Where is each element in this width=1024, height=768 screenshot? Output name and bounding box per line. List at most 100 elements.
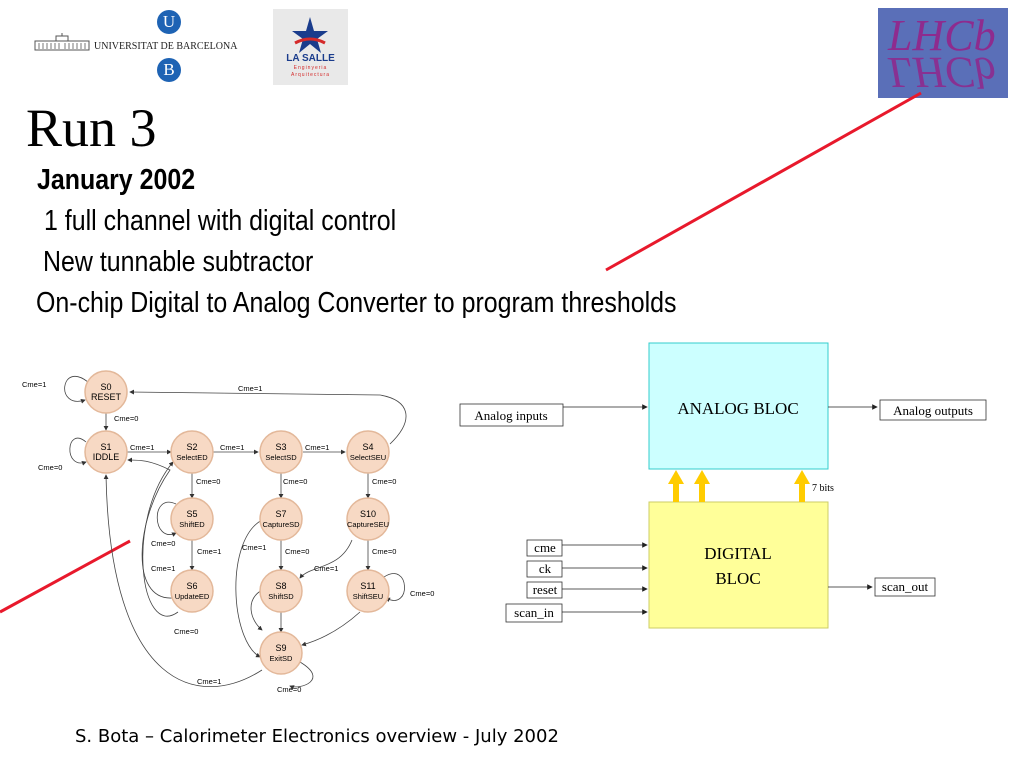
arrow-s9-s1 <box>103 474 263 688</box>
state-name-s10: CaptureSEU <box>347 520 389 529</box>
analog-inputs-label: Analog inputs <box>474 408 547 423</box>
lasalle-star-icon <box>292 17 328 53</box>
cond-s11-loop: Cme=0 <box>410 589 434 598</box>
cond-s5-s6: Cme=1 <box>197 547 221 556</box>
cond-s1-loop: Cme=0 <box>38 463 62 472</box>
scan-in-box <box>505 603 563 623</box>
cond-s1-s2: Cme=1 <box>130 443 154 452</box>
state-node-s7 <box>259 497 303 541</box>
cond-s6-s2: Cme=0 <box>174 627 198 636</box>
arrow-s10-s8 <box>299 539 353 579</box>
ub-name: UNIVERSITAT DE BARCELONA <box>94 41 238 52</box>
fsm-diagram: S0RESETS1IDDLES2SelectEDS3SelectSDS4Sele… <box>22 370 434 694</box>
cond-s7-s9: Cme=1 <box>242 543 266 552</box>
cond-s2-s3: Cme=1 <box>220 443 244 452</box>
analog-outputs-label: Analog outputs <box>893 403 973 418</box>
cond-s3-s4: Cme=1 <box>305 443 329 452</box>
digital-bloc <box>648 501 829 629</box>
red-line-right <box>605 91 922 272</box>
cond-s4-s10: Cme=0 <box>372 477 396 486</box>
cond-s9-s1: Cme=1 <box>197 677 221 686</box>
slide-footer: S. Bota – Calorimeter Electronics overvi… <box>75 726 559 747</box>
state-id-s7: S7 <box>275 509 286 519</box>
reset-box <box>526 581 563 599</box>
ub-building-icon <box>34 33 90 51</box>
cond-s4-s0: Cme=1 <box>238 384 262 393</box>
cond-s2-s5: Cme=0 <box>196 477 220 486</box>
loop-s1 <box>69 437 87 466</box>
state-id-s8: S8 <box>275 581 286 591</box>
state-name-s3: SelectSD <box>265 453 297 462</box>
cme-label: cme <box>534 540 556 555</box>
lasalle-name: LA SALLE <box>286 53 335 64</box>
state-id-s10: S10 <box>360 509 376 519</box>
ck-label: ck <box>539 561 552 576</box>
bullet-1: 1 full channel with digital control <box>44 205 397 237</box>
state-name-s6: UpdateED <box>175 592 210 601</box>
loop-s11 <box>383 573 405 603</box>
arrow-s6-s1 <box>127 457 173 599</box>
state-node-s2 <box>170 430 214 474</box>
state-name-s4: SelectSEU <box>350 453 386 462</box>
block-diagram: ANALOG BLOC DIGITAL BLOC 7 bits Analog i… <box>459 342 987 629</box>
state-node-s8 <box>259 569 303 613</box>
scan-in-label: scan_in <box>514 605 554 620</box>
cond-s10-s11: Cme=0 <box>372 547 396 556</box>
state-node-s11 <box>346 569 390 613</box>
state-name-s11: ShiftSEU <box>353 592 383 601</box>
reset-label: reset <box>533 582 558 597</box>
state-id-s3: S3 <box>275 442 286 452</box>
analog-bloc <box>648 342 829 470</box>
state-node-s0 <box>84 370 128 414</box>
lhcb-text: LHCb <box>888 11 996 60</box>
bullet-3: On-chip Digital to Analog Converter to p… <box>36 287 677 319</box>
arrow-s6-s2 <box>142 461 179 617</box>
digital-bloc-label-2: BLOC <box>715 569 760 588</box>
arrow-s4-s0 <box>129 389 407 445</box>
scan-out-label: scan_out <box>882 579 929 594</box>
state-id-s5: S5 <box>186 509 197 519</box>
lasalle-line1: Enginyeria <box>293 65 328 71</box>
state-node-s3 <box>259 430 303 474</box>
arrow-s7-s9 <box>235 519 263 658</box>
state-id-s4: S4 <box>362 442 373 452</box>
cond-s0-s1: Cme=0 <box>114 414 138 423</box>
cond-s9-return: Cme=0 <box>277 685 301 694</box>
loop-s5 <box>156 501 177 537</box>
scan-out-box <box>874 577 936 597</box>
red-line-left <box>0 539 131 614</box>
lasalle-logo: LA SALLE Enginyeria Arquitectura <box>273 9 348 85</box>
analog-bloc-label: ANALOG BLOC <box>677 399 798 418</box>
bus-arrows <box>668 470 810 502</box>
bullet-2: New tunnable subtractor <box>43 246 314 278</box>
state-name-s1: IDDLE <box>93 452 120 462</box>
digital-bloc-label-1: DIGITAL <box>704 544 772 563</box>
state-node-s4 <box>346 430 390 474</box>
state-node-s1 <box>84 430 128 474</box>
state-id-s0: S0 <box>100 382 111 392</box>
ub-b-circle: B <box>157 58 181 82</box>
cond-s3-s7: Cme=0 <box>283 477 307 486</box>
state-name-s2: SelectED <box>176 453 208 462</box>
lasalle-line2: Arquitectura <box>291 72 330 78</box>
arrow-s9-s0-return <box>289 661 314 690</box>
cond-s0-loop: Cme=1 <box>22 380 46 389</box>
cond-s10-s8: Cme=1 <box>314 564 338 573</box>
state-node-s5 <box>170 497 214 541</box>
state-id-s6: S6 <box>186 581 197 591</box>
arrow-s8-s9-loop <box>250 589 263 631</box>
state-id-s11: S11 <box>360 581 375 591</box>
arrow-s11-s9 <box>301 611 361 647</box>
state-node-s10 <box>346 497 390 541</box>
analog-inputs-box <box>459 403 564 427</box>
ck-box <box>526 560 563 578</box>
cond-s7-s8: Cme=0 <box>285 547 309 556</box>
loop-s0 <box>64 375 89 404</box>
state-id-s9: S9 <box>275 643 286 653</box>
state-id-s2: S2 <box>186 442 197 452</box>
state-id-s1: S1 <box>100 442 111 452</box>
state-name-s5: ShiftED <box>179 520 205 529</box>
cme-box <box>526 539 563 557</box>
state-name-s9: ExitSD <box>270 654 294 663</box>
